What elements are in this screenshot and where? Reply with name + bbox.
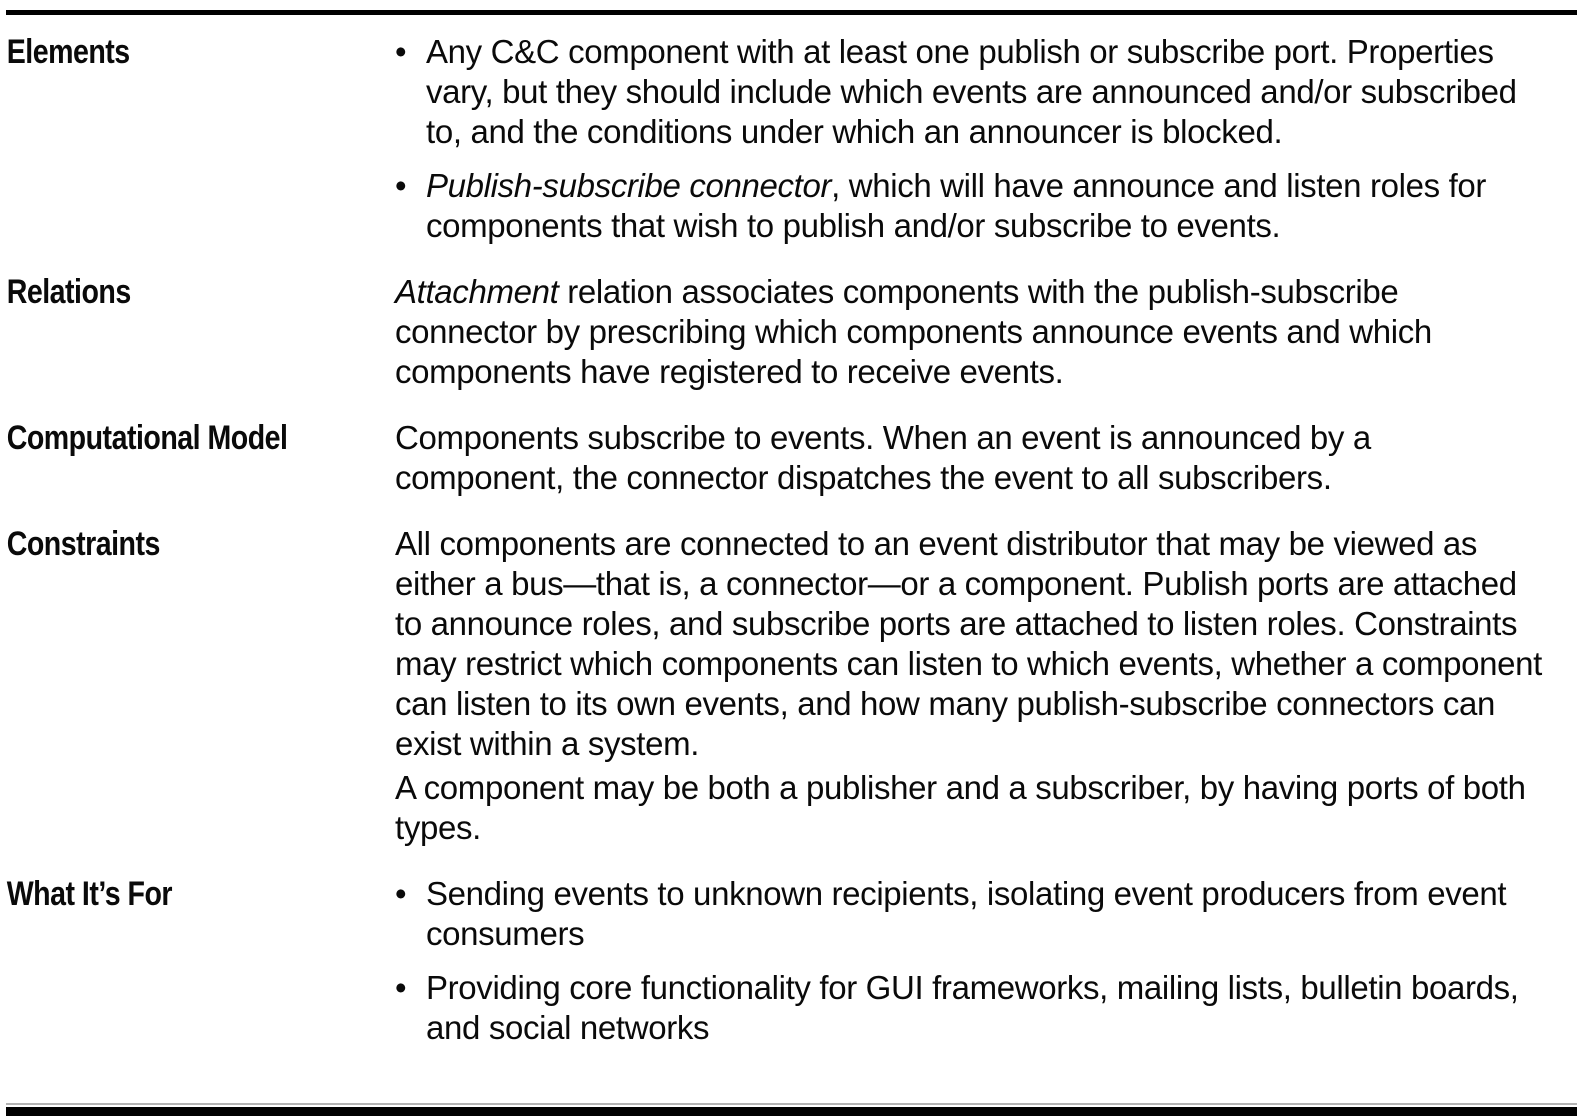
bullet-item: • Providing core functionality for GUI f… — [395, 968, 1543, 1048]
row-label-what-its-for: What It’s For — [6, 875, 173, 913]
row-content-computational-model: Components subscribe to events. When an … — [389, 418, 1577, 498]
paragraph: A component may be both a publisher and … — [395, 769, 1526, 846]
table-bottom-hairline-rule — [6, 1103, 1577, 1105]
paragraph: Components subscribe to events. When an … — [395, 419, 1371, 496]
table-row-what-its-for: What It’s For • Sending events to unknow… — [0, 874, 1577, 1048]
table-body: Elements • Any C&C component with at lea… — [0, 32, 1577, 1048]
row-content-elements: • Any C&C component with at least one pu… — [389, 32, 1577, 246]
table-top-rule — [6, 10, 1577, 15]
row-content-relations: Attachment relation associates component… — [389, 272, 1577, 392]
paragraph: All components are connected to an event… — [395, 525, 1542, 762]
paragraph-rest: relation associates components with the … — [395, 273, 1432, 390]
bullet-item: • Sending events to unknown recipients, … — [395, 874, 1543, 954]
row-label-constraints: Constraints — [6, 525, 161, 563]
bullet-icon: • — [395, 167, 407, 204]
bullet-icon: • — [395, 969, 407, 1006]
row-label-computational-model: Computational Model — [6, 419, 288, 457]
bullet-text: Providing core functionality for GUI fra… — [426, 969, 1519, 1046]
bullet-text: Any C&C component with at least one publ… — [426, 33, 1517, 150]
table-row-constraints: Constraints All components are connected… — [0, 524, 1577, 848]
paragraph: Attachment relation associates component… — [395, 272, 1543, 392]
bullet-item: • Any C&C component with at least one pu… — [395, 32, 1543, 152]
italic-term: Attachment — [395, 273, 559, 310]
bullet-icon: • — [395, 875, 407, 912]
bullet-item: • Publish-subscribe connector, which wil… — [395, 166, 1543, 246]
row-content-what-its-for: • Sending events to unknown recipients, … — [389, 874, 1577, 1048]
table-row-computational-model: Computational Model Components subscribe… — [0, 418, 1577, 498]
row-label-relations: Relations — [6, 273, 132, 311]
table-bottom-rule — [6, 1107, 1577, 1116]
table-row-relations: Relations Attachment relation associates… — [0, 272, 1577, 392]
bullet-icon: • — [395, 33, 407, 70]
row-content-constraints: All components are connected to an event… — [389, 524, 1577, 848]
italic-term: Publish-subscribe connector — [426, 167, 832, 204]
table-row-elements: Elements • Any C&C component with at lea… — [0, 32, 1577, 246]
bullet-text: Sending events to unknown recipients, is… — [426, 875, 1507, 952]
row-label-elements: Elements — [6, 33, 130, 71]
bullet-text-rest: , which will have announce and listen ro… — [426, 167, 1487, 244]
bullet-text: Publish-subscribe connector, which will … — [426, 166, 1543, 246]
